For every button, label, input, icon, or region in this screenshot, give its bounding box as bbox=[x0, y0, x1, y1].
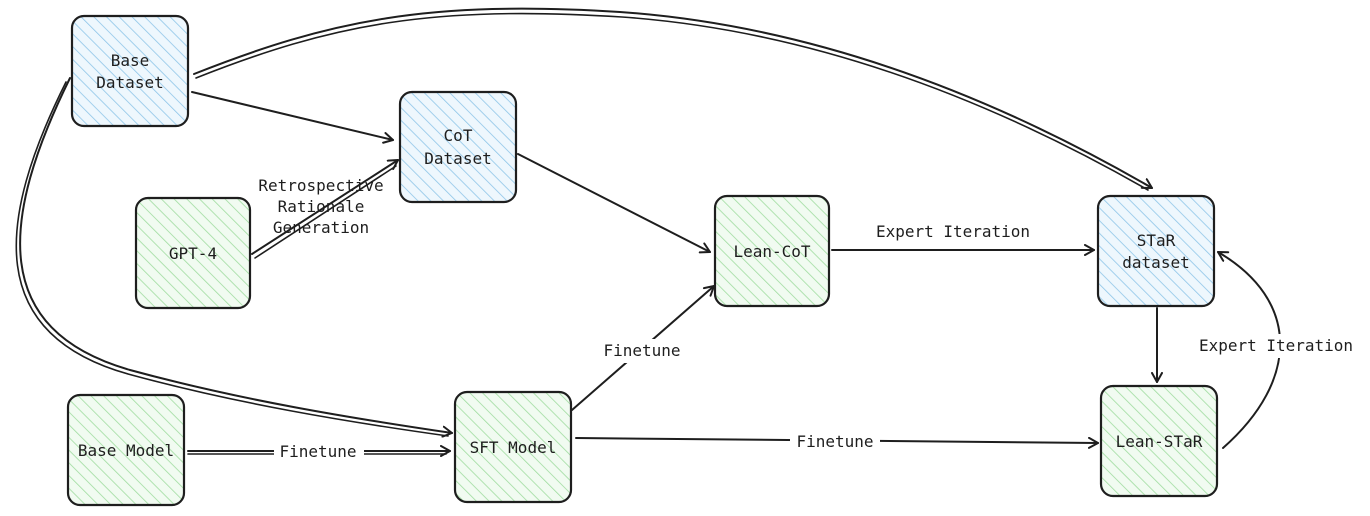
label-expert-iteration-top: Expert Iteration bbox=[876, 222, 1030, 241]
edge-base-dataset-to-cot-dataset bbox=[191, 91, 394, 144]
label-bg-finetune-right bbox=[790, 430, 880, 454]
label-bg-expert-iteration-right bbox=[1190, 334, 1364, 358]
edge-base-dataset-to-sft-model bbox=[19, 77, 453, 438]
label-bg-finetune-upper bbox=[596, 339, 688, 363]
node-gpt4: GPT-4 bbox=[134, 196, 252, 310]
label-finetune-base-to-sft: Finetune bbox=[279, 442, 356, 461]
node-base-model: Base Model bbox=[66, 393, 186, 507]
node-base-dataset-line1: Base bbox=[111, 51, 150, 70]
node-sft-model: SFT Model bbox=[453, 390, 573, 504]
edge-base-dataset-to-star-dataset-double bbox=[195, 12, 1149, 191]
label-finetune-sft-to-lean-star: Finetune bbox=[796, 432, 873, 451]
node-cot-dataset-line2: Dataset bbox=[424, 149, 491, 168]
node-lean-star: Lean-STaR bbox=[1099, 384, 1219, 498]
label-expert-iteration-right: Expert Iteration bbox=[1199, 336, 1353, 355]
node-cot-dataset-line1: CoT bbox=[444, 126, 473, 145]
node-lean-cot: Lean-CoT bbox=[713, 194, 831, 308]
label-bg-finetune-left bbox=[274, 440, 364, 464]
edge-base-dataset-to-star-dataset bbox=[193, 7, 1153, 189]
node-sft-model-label: SFT Model bbox=[470, 438, 557, 457]
node-star-dataset-line2: dataset bbox=[1122, 253, 1189, 272]
edge-cot-dataset-to-lean-cot bbox=[517, 153, 711, 254]
node-base-dataset-line2: Dataset bbox=[96, 73, 163, 92]
node-base-model-label: Base Model bbox=[78, 441, 174, 460]
node-gpt4-label: GPT-4 bbox=[169, 244, 217, 263]
node-star-dataset-line1: STaR bbox=[1137, 231, 1176, 250]
node-base-dataset: Base Dataset bbox=[70, 14, 190, 128]
node-cot-dataset: CoT Dataset bbox=[398, 90, 518, 204]
node-lean-cot-label: Lean-CoT bbox=[733, 242, 810, 261]
edge-gpt4-to-cot-dataset bbox=[251, 159, 399, 255]
label-retrospective-line1: Retrospective bbox=[258, 176, 383, 195]
edge-base-dataset-to-sft-model-double bbox=[15, 81, 449, 437]
node-star-dataset: STaR dataset bbox=[1096, 194, 1216, 308]
node-lean-star-label: Lean-STaR bbox=[1116, 432, 1203, 451]
label-retrospective-line2: Rationale bbox=[278, 197, 365, 216]
label-retrospective-line3: Generation bbox=[273, 218, 369, 237]
label-finetune-sft-to-lean-cot: Finetune bbox=[603, 341, 680, 360]
edge-gpt4-to-cot-dataset-double bbox=[254, 165, 397, 259]
